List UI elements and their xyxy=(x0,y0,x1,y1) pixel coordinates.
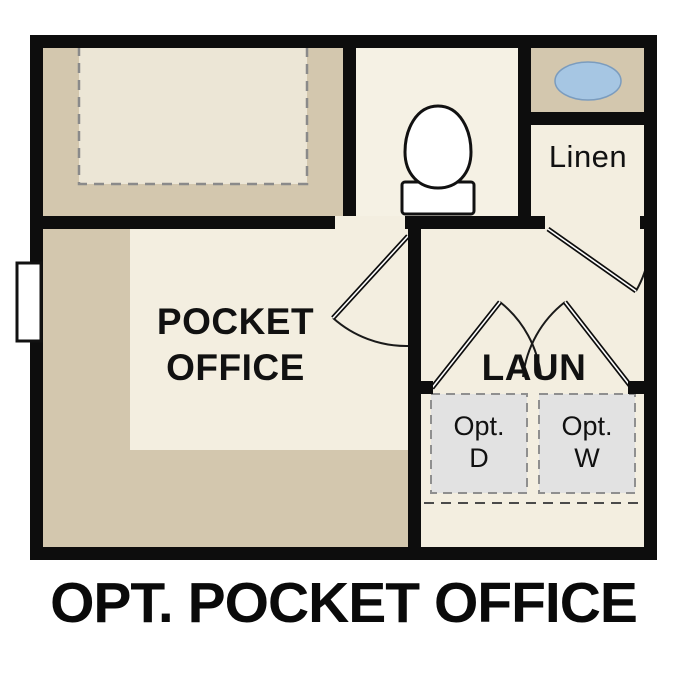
wall-mid-center xyxy=(405,216,545,229)
wall-bottom xyxy=(30,547,657,560)
optional-area-fill xyxy=(79,48,307,184)
pocket-office-door-leaf-inner xyxy=(332,235,409,319)
laundry-right-door-leaf-inner xyxy=(564,301,633,389)
optional-area-outline xyxy=(77,46,309,186)
pocket-office-door-swing xyxy=(332,317,409,348)
laundry-left-door-swing xyxy=(499,301,542,378)
wall-bath-right xyxy=(518,35,531,216)
toilet-bowl xyxy=(403,104,473,190)
wall-laundry-jamb-left xyxy=(421,381,433,394)
appliance-dryer-box xyxy=(430,393,528,494)
wall-office-laundry xyxy=(408,229,421,547)
laundry-label: LAUN xyxy=(481,347,587,388)
doors xyxy=(331,226,652,390)
wall-mid-left xyxy=(30,216,335,229)
threshold-linen xyxy=(545,216,640,229)
appliance-washer-box xyxy=(538,393,636,494)
floor-linen-closet xyxy=(531,125,644,216)
plan-title: OPT. POCKET OFFICE xyxy=(50,571,638,635)
opt-dryer-label: Opt. D xyxy=(453,411,505,474)
wall-mid-right-stub xyxy=(640,216,657,229)
wall-laundry-jamb-right xyxy=(628,381,644,394)
laundry-right-door-swing xyxy=(522,301,566,378)
wall-bedroom-bath xyxy=(343,35,356,216)
appliances xyxy=(424,393,641,504)
wall-under-counter xyxy=(518,112,657,125)
toilet-icon xyxy=(400,104,476,216)
floor-pocket-office xyxy=(130,229,408,450)
pocket-office-label: POCKET OFFICE xyxy=(156,301,315,388)
window-icon xyxy=(15,261,43,343)
wall-right xyxy=(644,35,657,560)
laundry-left-door-leaf-inner xyxy=(431,301,501,389)
threshold-pocket-office xyxy=(335,216,405,229)
linen-label: Linen xyxy=(548,139,628,174)
linen-door-leaf-inner xyxy=(547,228,637,292)
opt-washer-label: Opt. W xyxy=(561,411,613,474)
sink-icon xyxy=(554,61,622,101)
walls xyxy=(30,35,657,560)
